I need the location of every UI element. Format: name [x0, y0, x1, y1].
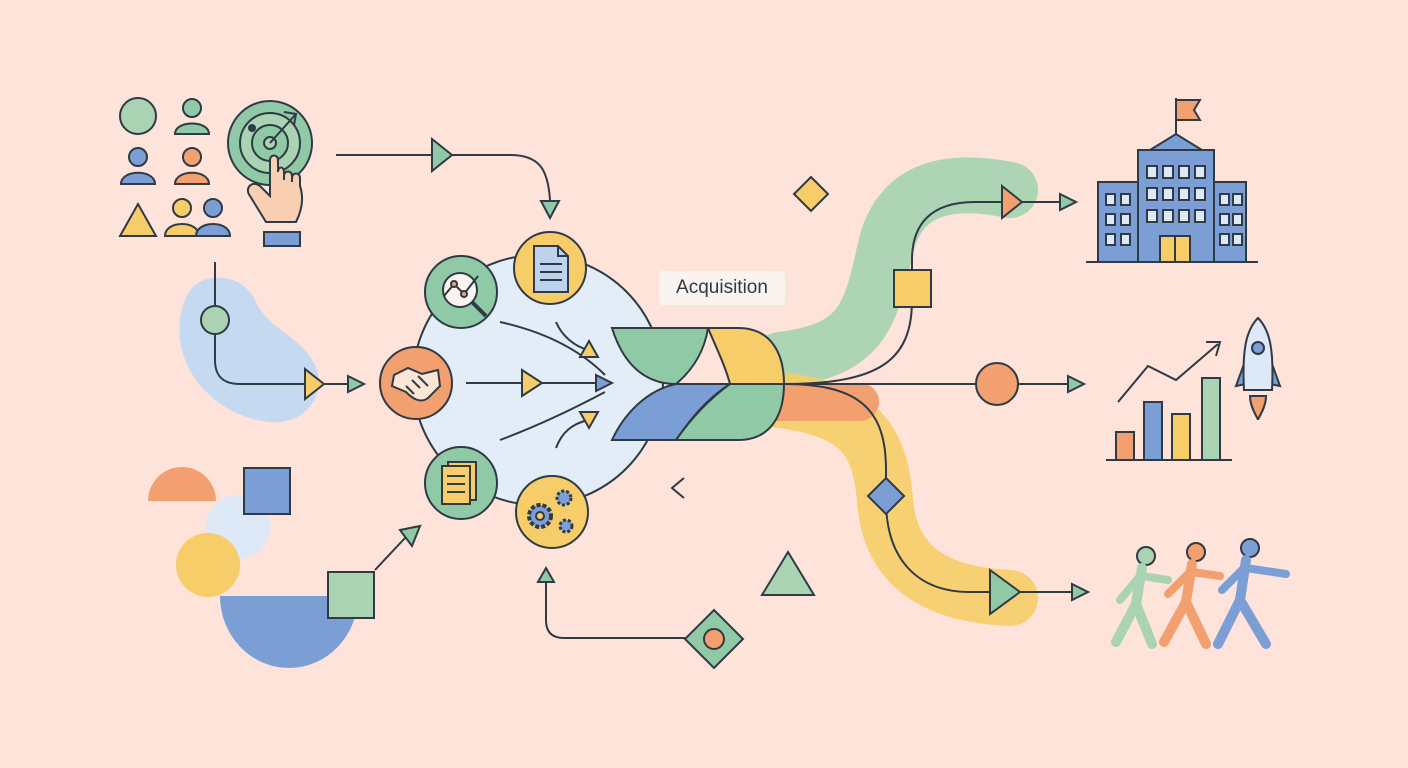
arrow-triangle-marker — [536, 565, 556, 583]
hub-inner-markers — [521, 338, 615, 431]
yellow-circle-shape — [176, 533, 240, 597]
gears-icon — [515, 475, 589, 549]
right-markers — [866, 183, 1091, 616]
bottom-left-shapes — [148, 467, 375, 668]
green-diamond-shape — [683, 608, 745, 670]
pointing-hand-icon — [246, 154, 304, 247]
arrow-triangle-marker — [398, 524, 422, 549]
left-arrowheads — [200, 136, 561, 583]
left-blue-blob — [179, 277, 319, 423]
person-icon — [119, 147, 157, 185]
blue-semicircle-shape — [220, 596, 358, 668]
arrow-triangle-marker — [1059, 192, 1079, 212]
analytics-magnifier-icon — [424, 255, 498, 329]
arrow-triangle-marker — [1001, 183, 1024, 221]
runner-green — [1111, 546, 1172, 649]
triangle-icon — [118, 201, 158, 237]
target-radar-icon — [227, 100, 313, 186]
arrow-triangle-marker — [1071, 582, 1091, 602]
growth-chart-icon — [1106, 341, 1232, 461]
runner-blue — [1213, 538, 1290, 649]
orange-semicircle-shape — [148, 467, 216, 501]
rocket-icon — [1234, 316, 1282, 421]
runner-orange — [1159, 542, 1224, 649]
green-flow-band — [752, 157, 1038, 388]
running-team-icon — [1111, 538, 1290, 649]
blue-square-shape — [243, 467, 291, 515]
people-group-icon — [163, 198, 232, 237]
arrow-triangle-marker — [431, 136, 454, 174]
arrow-triangle-marker — [1067, 374, 1087, 394]
arrow-triangle-marker — [539, 200, 561, 221]
orange-circle-node — [975, 362, 1019, 406]
person-icon — [173, 147, 211, 185]
node-circle-marker — [200, 305, 230, 335]
yellow-diamond-shape — [792, 175, 830, 213]
left-connectors — [214, 154, 685, 639]
green-square-shape — [327, 571, 375, 619]
arrow-triangle-marker — [989, 568, 1022, 616]
left-people-cluster — [118, 97, 232, 237]
document-icon — [513, 231, 587, 305]
files-icon — [424, 446, 498, 520]
blue-diamond-node — [866, 476, 906, 516]
merge-funnel — [610, 327, 786, 441]
person-icon — [173, 98, 211, 135]
office-building-icon — [1086, 98, 1258, 263]
arrow-triangle-marker — [304, 366, 326, 402]
acquisition-label: Acquisition — [659, 271, 785, 305]
yellow-square-node — [893, 269, 932, 308]
handshake-icon — [379, 346, 453, 420]
arrow-triangle-marker — [347, 374, 367, 394]
person-circle-icon — [119, 97, 157, 135]
green-triangle-shape — [760, 550, 816, 596]
